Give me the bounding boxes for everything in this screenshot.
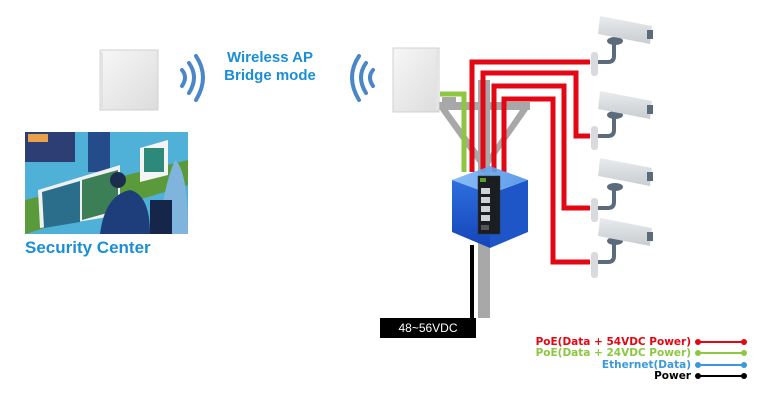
ip-camera-icon-4 — [591, 218, 653, 278]
poe-54v-cable-2 — [480, 70, 590, 172]
power-cable — [470, 245, 476, 322]
legend-label: Power — [654, 370, 691, 383]
poe-switch-icon — [452, 166, 528, 248]
diagram-title: Wireless AP Bridge mode — [215, 49, 325, 85]
legend-item-ethernet: Ethernet(Data) — [520, 358, 747, 371]
legend-item-power: Power — [520, 370, 747, 383]
power-supply-label: 48~56VDC — [380, 318, 476, 338]
left-access-point-icon — [99, 49, 159, 111]
legend-line-red — [695, 338, 747, 345]
ip-camera-icon-2 — [591, 91, 653, 150]
security-center-label: Security Center — [25, 238, 151, 257]
ip-camera-icon-1 — [591, 16, 653, 76]
left-wifi-waves-icon — [180, 54, 205, 102]
title-line-2: Bridge mode — [224, 67, 316, 84]
right-access-point-icon — [392, 47, 440, 113]
security-center-illustration — [25, 132, 188, 234]
poe-54v-cable-4 — [501, 96, 590, 265]
right-wifi-waves-icon — [350, 54, 375, 102]
legend-label: PoE(Data + 54VDC Power) — [535, 335, 691, 348]
legend-item-poe-24v: PoE(Data + 24VDC Power) — [520, 347, 747, 360]
ip-camera-icon-3 — [591, 158, 653, 222]
poe-24v-cable — [440, 91, 467, 172]
poe-54v-cable-1 — [469, 59, 590, 172]
legend-line-blue — [695, 361, 747, 368]
title-line-1: Wireless AP — [226, 49, 313, 66]
legend-line-black — [695, 373, 747, 380]
legend-label: Ethernet(Data) — [601, 358, 691, 371]
legend-item-poe-54v: PoE(Data + 54VDC Power) — [520, 335, 747, 348]
poe-54v-cable-3 — [491, 83, 590, 211]
legend-line-green — [695, 350, 747, 357]
legend: PoE(Data + 54VDC Power) PoE(Data + 24VDC… — [520, 335, 747, 383]
legend-label: PoE(Data + 24VDC Power) — [535, 347, 691, 360]
